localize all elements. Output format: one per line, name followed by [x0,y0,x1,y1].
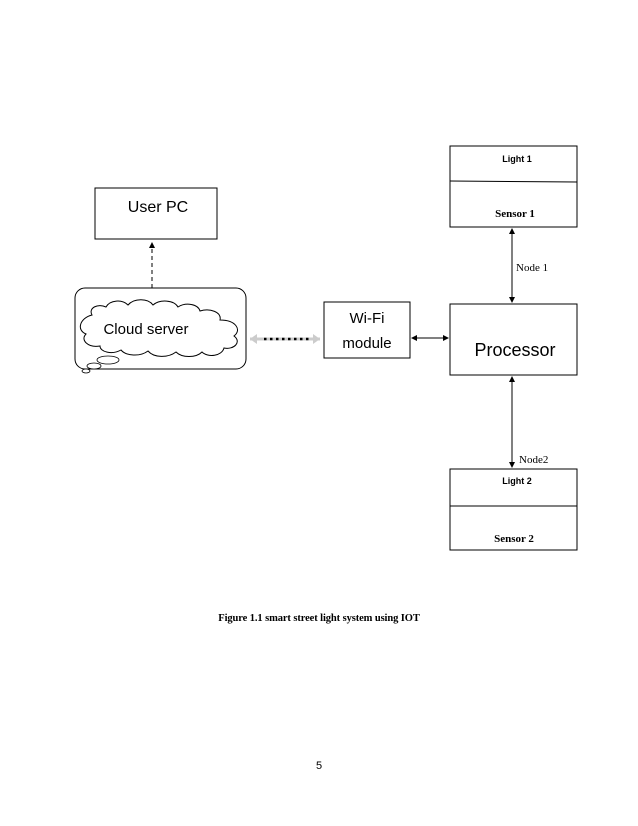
sensor2-label: Sensor 2 [494,533,534,545]
figure-caption: Figure 1.1 smart street light system usi… [218,613,420,624]
node1-box: Light 1 Sensor 1 [449,145,578,228]
light1-label: Light 1 [502,154,532,164]
node2-box: Light 2 Sensor 2 [449,468,578,551]
cloud-server-label: Cloud server [103,321,188,338]
node2-label: Node2 [519,454,548,466]
node1-label: Node 1 [516,262,548,274]
page-number: 5 [315,760,323,772]
cloud-icon [79,299,238,357]
cloud-server-node: Cloud server [74,287,247,374]
wifi-module-node: Wi-Fi module [323,301,411,359]
cloud-tail-bubble-2 [86,362,102,370]
light2-label: Light 2 [502,476,532,486]
user-pc-node: User PC [94,187,218,240]
processor-node: Processor [449,303,578,376]
sensor1-label: Sensor 1 [495,208,535,220]
wifi-module-label-line1: Wi-Fi [350,310,385,327]
wifi-module-label-line2: module [342,335,391,352]
cloud-tail-bubble-3 [81,368,91,374]
processor-label: Processor [474,340,555,360]
cloud-wifi-link [250,334,320,344]
cloud-tail-bubble-1 [96,355,120,365]
user-pc-label: User PC [128,199,188,216]
